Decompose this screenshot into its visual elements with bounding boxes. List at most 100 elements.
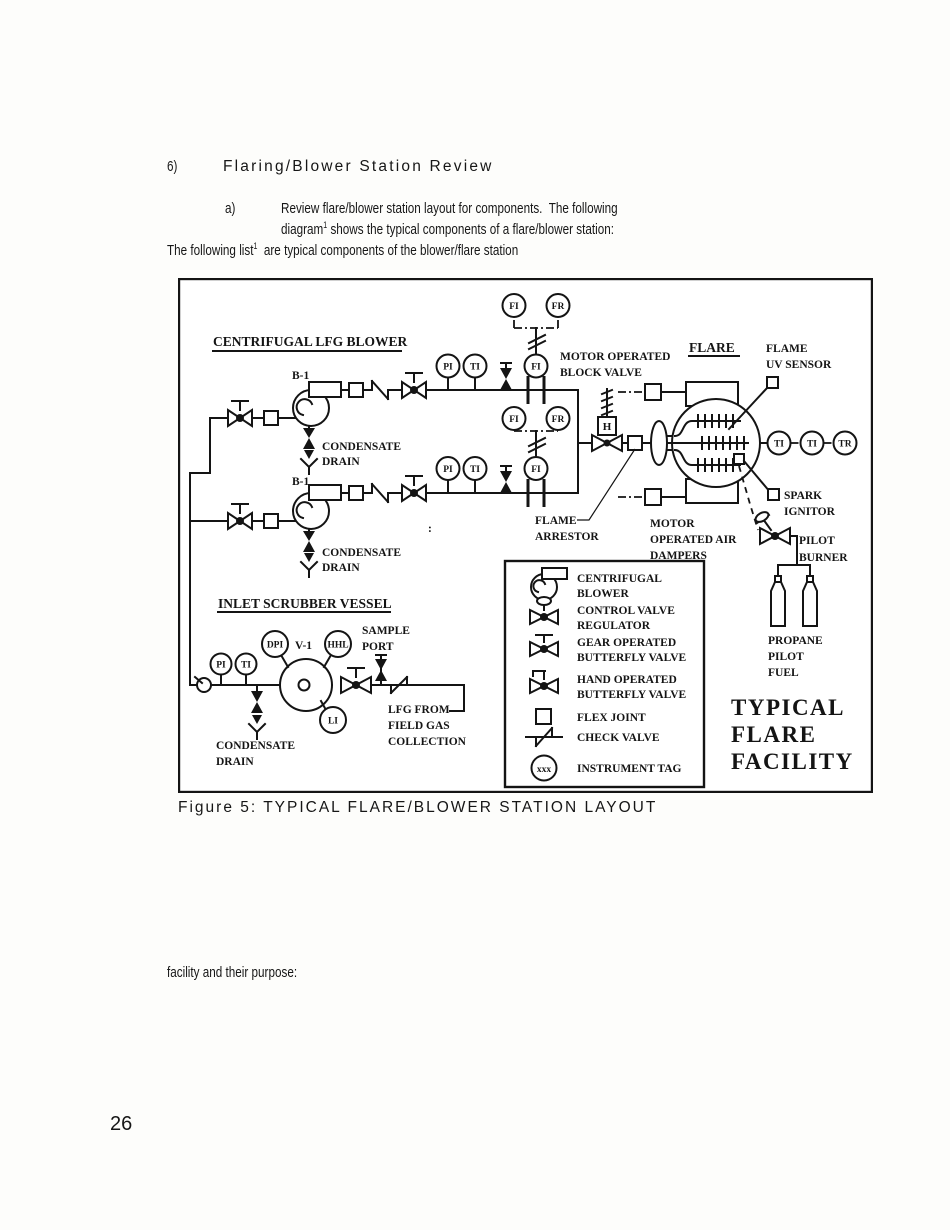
svg-text:CONTROL VALVE: CONTROL VALVE bbox=[577, 605, 675, 617]
legend-gear-valve-icon bbox=[529, 634, 559, 658]
flame-arrestor-label: ARRESTOR bbox=[535, 531, 599, 543]
legend-control-valve-icon bbox=[529, 596, 559, 626]
instrument-signal-line bbox=[513, 317, 559, 329]
svg-text:HHL: HHL bbox=[327, 641, 348, 651]
air-dampers-label: OPERATED AIR bbox=[650, 534, 737, 546]
svg-text:FR: FR bbox=[552, 415, 565, 425]
svg-text:PI: PI bbox=[443, 363, 453, 373]
svg-text:REGULATOR: REGULATOR bbox=[577, 620, 651, 632]
svg-text:FLARE: FLARE bbox=[689, 340, 735, 355]
pilot-burner-assembly bbox=[738, 465, 818, 627]
air-dampers-label: DAMPERS bbox=[650, 550, 707, 562]
vent-valve-icon bbox=[500, 465, 512, 493]
svg-text:TR: TR bbox=[838, 440, 851, 450]
flex-joint-icon bbox=[263, 410, 279, 426]
propane-fuel-label: FUEL bbox=[768, 667, 799, 679]
pilot-burner-label: PILOT bbox=[799, 535, 835, 547]
equipment-tag-b1: B-1 bbox=[292, 476, 310, 488]
svg-text:HAND OPERATED: HAND OPERATED bbox=[577, 674, 677, 686]
svg-text:LI: LI bbox=[328, 717, 338, 727]
flame-arrestor-leader bbox=[577, 448, 636, 521]
check-valve-icon bbox=[370, 379, 390, 401]
reducer-icon bbox=[193, 675, 212, 693]
facility-title: TYPICAL FLARE FACILITY bbox=[731, 695, 854, 774]
instrument-ti: TI bbox=[462, 353, 488, 379]
condensate-drain-label: DRAIN bbox=[216, 756, 254, 768]
svg-text:DPI: DPI bbox=[267, 641, 284, 651]
stray-mark: : bbox=[428, 523, 432, 535]
instrument-li: LI bbox=[319, 706, 347, 734]
flare-station-diagram: CENTRIFUGAL LFG BLOWER FLARE INLET SCRUB… bbox=[178, 278, 873, 793]
equipment-tag-v1: V-1 bbox=[295, 640, 312, 652]
instrument-ti: TI bbox=[799, 430, 825, 456]
instrument-pi: PI bbox=[209, 652, 233, 676]
vent-valve-icon bbox=[500, 362, 512, 390]
svg-text:xxx: xxx bbox=[537, 765, 552, 775]
burner-arms bbox=[671, 414, 749, 472]
svg-text:H: H bbox=[603, 421, 612, 433]
butterfly-valve-icon bbox=[401, 372, 427, 400]
instrument-fi: FI bbox=[523, 353, 549, 379]
motor-block-valve-label: BLOCK VALVE bbox=[560, 367, 642, 379]
check-valve-icon bbox=[370, 482, 390, 504]
suction-header-piping bbox=[189, 417, 211, 686]
condensate-drain-assembly bbox=[299, 425, 319, 475]
svg-text:FACILITY: FACILITY bbox=[731, 749, 854, 774]
spark-ignitor-lead bbox=[742, 459, 772, 494]
svg-text:INSTRUMENT TAG: INSTRUMENT TAG bbox=[577, 763, 682, 775]
svg-text:FI: FI bbox=[509, 415, 519, 425]
condensate-drain-assembly bbox=[247, 684, 267, 740]
legend: CENTRIFUGAL BLOWER CONTROL VALVE REGULAT… bbox=[503, 559, 706, 789]
inlet-scrubber-assembly: PI TI DPI HHL LI V-1 CONDENSATE DRAIN bbox=[193, 625, 467, 768]
lfg-inlet-label: FIELD GAS bbox=[388, 720, 450, 732]
blower-train-bottom: B-1 CONDENSATE DRAIN PI TI bbox=[189, 406, 579, 578]
flare-header-piping: H bbox=[577, 388, 676, 494]
condensate-drain-label: DRAIN bbox=[322, 562, 360, 574]
section-heading-flare: FLARE bbox=[688, 340, 740, 357]
flame-arrestor-icon bbox=[650, 420, 668, 466]
ignitor-port-icon bbox=[733, 453, 745, 465]
item-title: Flaring/Blower Station Review bbox=[223, 158, 494, 175]
sub-item-letter: a) bbox=[225, 200, 236, 217]
svg-text:INLET SCRUBBER VESSEL: INLET SCRUBBER VESSEL bbox=[218, 596, 392, 611]
lfg-inlet-label: LFG FROM bbox=[388, 704, 450, 716]
page-number: 26 bbox=[110, 1113, 133, 1135]
flame-arrestor-label: FLAME bbox=[535, 515, 577, 527]
instrument-capillary bbox=[527, 327, 547, 355]
damper-actuator-icon bbox=[644, 383, 662, 401]
legend-instrument-tag-icon: xxx bbox=[530, 754, 558, 782]
svg-text:PI: PI bbox=[443, 465, 453, 475]
block-valve-icon bbox=[526, 376, 546, 404]
check-valve-icon bbox=[389, 675, 409, 695]
butterfly-valve-icon bbox=[401, 475, 427, 503]
svg-text:BUTTERFLY VALVE: BUTTERFLY VALVE bbox=[577, 652, 687, 664]
condensate-drain-label: CONDENSATE bbox=[216, 740, 295, 752]
svg-text:FLARE: FLARE bbox=[731, 722, 816, 747]
svg-text:FI: FI bbox=[531, 363, 541, 373]
legend-hand-valve-icon bbox=[529, 670, 559, 695]
pilot-burner-label: BURNER bbox=[799, 552, 848, 564]
instrument-fi: FI bbox=[501, 293, 527, 318]
svg-text:TI: TI bbox=[470, 363, 480, 373]
svg-text:FI: FI bbox=[509, 302, 519, 312]
propane-cylinder-icon bbox=[802, 575, 818, 627]
sample-port-valve-icon bbox=[375, 654, 387, 686]
section-heading-scrubber: INLET SCRUBBER VESSEL bbox=[217, 596, 392, 613]
propane-fuel-label: PROPANE bbox=[768, 635, 823, 647]
sub-item-line1: Review flare/blower station layout for c… bbox=[281, 200, 618, 217]
flex-joint-icon bbox=[348, 485, 364, 501]
instrument-fr: FR bbox=[545, 406, 571, 431]
air-dampers-label: MOTOR bbox=[650, 518, 695, 530]
instrument-ti: TI bbox=[462, 456, 488, 481]
paragraph-continuation: facility and their purpose: bbox=[167, 964, 298, 981]
propane-fuel-label: PILOT bbox=[768, 651, 804, 663]
instrument-ti: TI bbox=[234, 652, 258, 676]
sub-item-line2: diagram1 shows the typical components of… bbox=[281, 220, 614, 239]
uv-sensor-icon bbox=[766, 376, 779, 389]
figure-caption: Figure 5: TYPICAL FLARE/BLOWER STATION L… bbox=[178, 799, 658, 816]
item-number: 6) bbox=[167, 158, 178, 175]
block-valve-icon bbox=[526, 479, 546, 507]
condensate-drain-label: CONDENSATE bbox=[322, 441, 401, 453]
svg-text:BUTTERFLY VALVE: BUTTERFLY VALVE bbox=[577, 689, 687, 701]
